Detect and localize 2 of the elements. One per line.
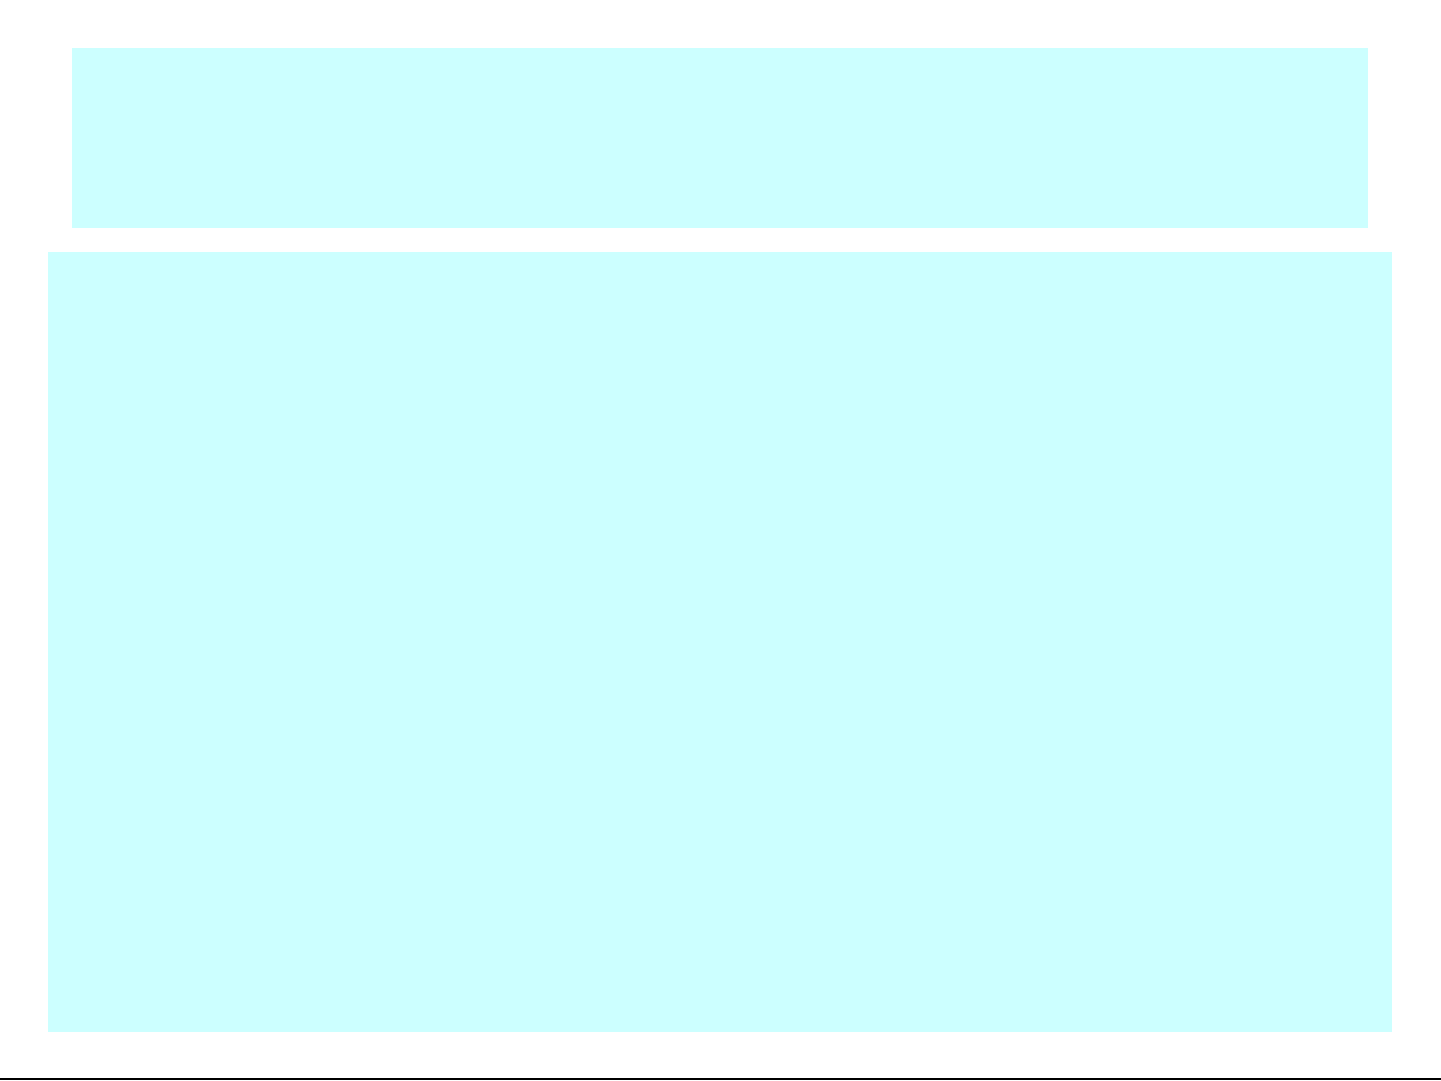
empty-panel [48, 252, 1392, 1032]
empty-panel [72, 48, 1368, 228]
